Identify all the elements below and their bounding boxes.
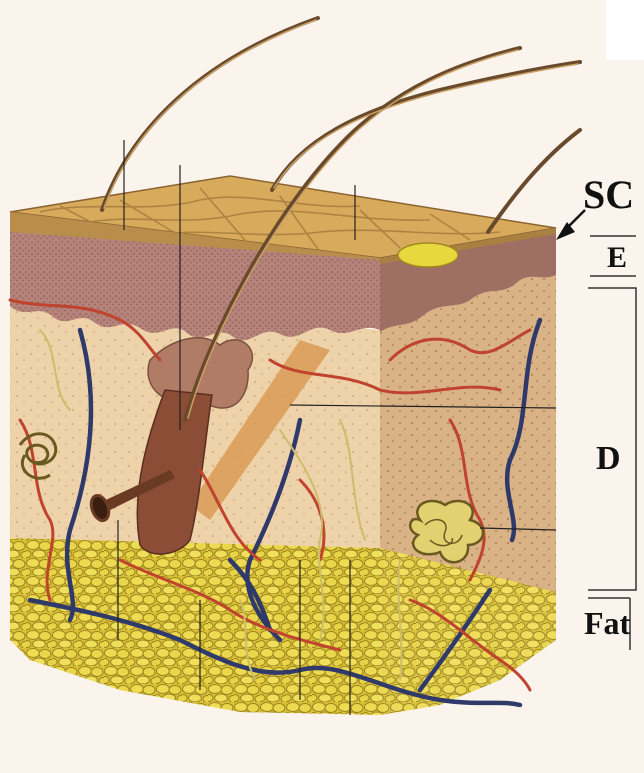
label-stratum-corneum: SC	[583, 175, 634, 215]
label-epidermis: E	[607, 243, 627, 273]
label-fat: Fat	[584, 607, 630, 639]
label-dermis: D	[596, 442, 621, 476]
sweat-pore	[398, 243, 458, 267]
background-corner	[606, 0, 644, 60]
